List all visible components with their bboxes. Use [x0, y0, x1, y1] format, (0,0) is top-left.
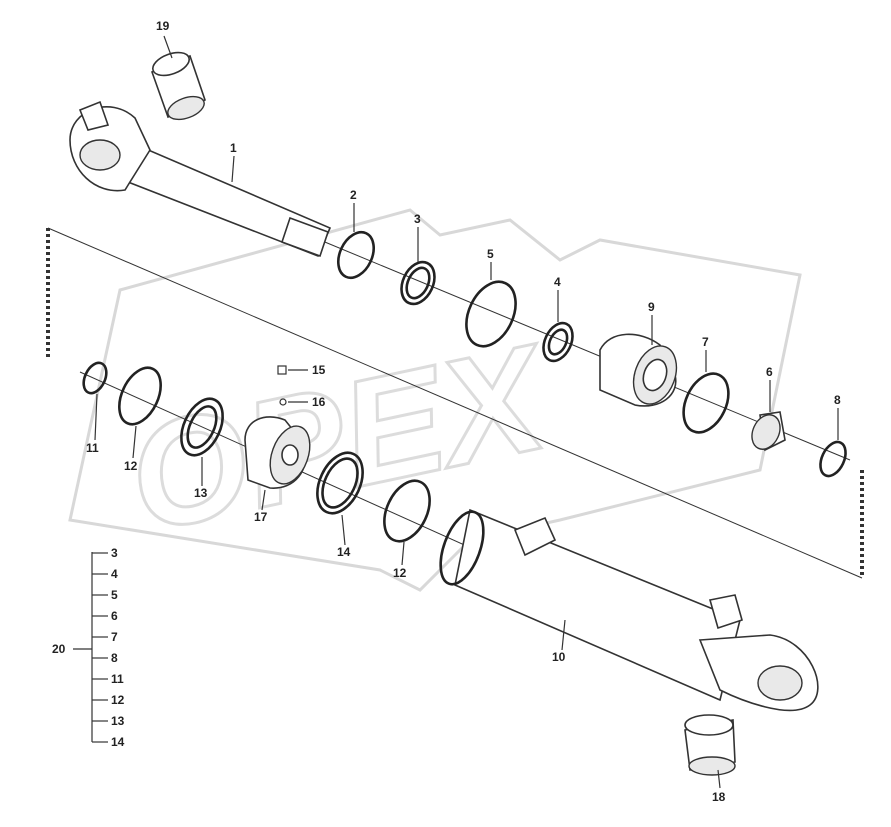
kit-item-label: 11: [111, 672, 124, 686]
label-part-15: 15: [312, 363, 326, 377]
kit-item-label: 6: [111, 609, 118, 623]
label-part-11: 11: [86, 441, 99, 455]
label-part-1: 1: [230, 141, 237, 155]
part-5-ring: [465, 280, 517, 348]
kit-item-label: 7: [111, 630, 118, 644]
kit-item-label: 13: [111, 714, 125, 728]
label-part-10: 10: [552, 650, 566, 664]
part-16-ball: [279, 398, 287, 406]
part-7-ring: [682, 372, 730, 434]
label-part-7: 7: [702, 335, 709, 349]
label-part-12b: 12: [393, 566, 407, 580]
part-14-seal: [316, 451, 364, 515]
label-part-6: 6: [766, 365, 773, 379]
part-19-bushing: [150, 51, 206, 121]
label-part-3: 3: [414, 212, 421, 226]
label-part-16: 16: [312, 395, 326, 409]
label-part-2: 2: [350, 188, 357, 202]
label-part-12a: 12: [124, 459, 138, 473]
part-13-seal: [180, 397, 224, 457]
kit-item-label: 5: [111, 588, 118, 602]
label-part-14: 14: [337, 545, 351, 559]
part-9-gland: [599, 333, 678, 407]
part-1-piston-rod: [69, 100, 332, 258]
label-part-5: 5: [487, 247, 494, 261]
label-part-4: 4: [554, 275, 561, 289]
kit-number: 20: [52, 642, 66, 656]
part-labels: 19 1 2 3 5 4 9 7 6 8 15 16 11 12 13 17 1…: [86, 19, 841, 804]
label-part-13: 13: [194, 486, 208, 500]
part-6-bushing: [751, 411, 786, 452]
watermark: OPEX: [68, 208, 802, 592]
part-11-ring: [82, 361, 108, 395]
part-18-bushing: [684, 714, 736, 776]
kit-item-label: 3: [111, 546, 118, 560]
label-part-9: 9: [648, 300, 655, 314]
kit-item-label: 4: [111, 567, 118, 581]
kit-legend: 20 3 4 5 6 7 8 11 12 13 14: [52, 546, 125, 749]
part-2-ring: [337, 230, 375, 280]
part-4-seal: [542, 321, 574, 363]
kit-item-label: 14: [111, 735, 125, 749]
kit-item-label: 8: [111, 651, 118, 665]
part-3-seal: [400, 260, 436, 306]
label-part-19: 19: [156, 19, 170, 33]
bracket-lines: [46, 227, 864, 579]
part-10-cylinder-barrel: [439, 508, 819, 712]
label-part-18: 18: [712, 790, 726, 804]
label-part-8: 8: [834, 393, 841, 407]
leader-lines: [94, 35, 839, 789]
part-12a-ring: [118, 366, 162, 426]
kit-item-label: 12: [111, 693, 125, 707]
part-17-piston: [244, 416, 311, 489]
label-part-17: 17: [254, 510, 268, 524]
part-12b-ring: [383, 479, 431, 543]
part-8-ring: [819, 440, 847, 478]
part-15-nut: [277, 365, 287, 375]
